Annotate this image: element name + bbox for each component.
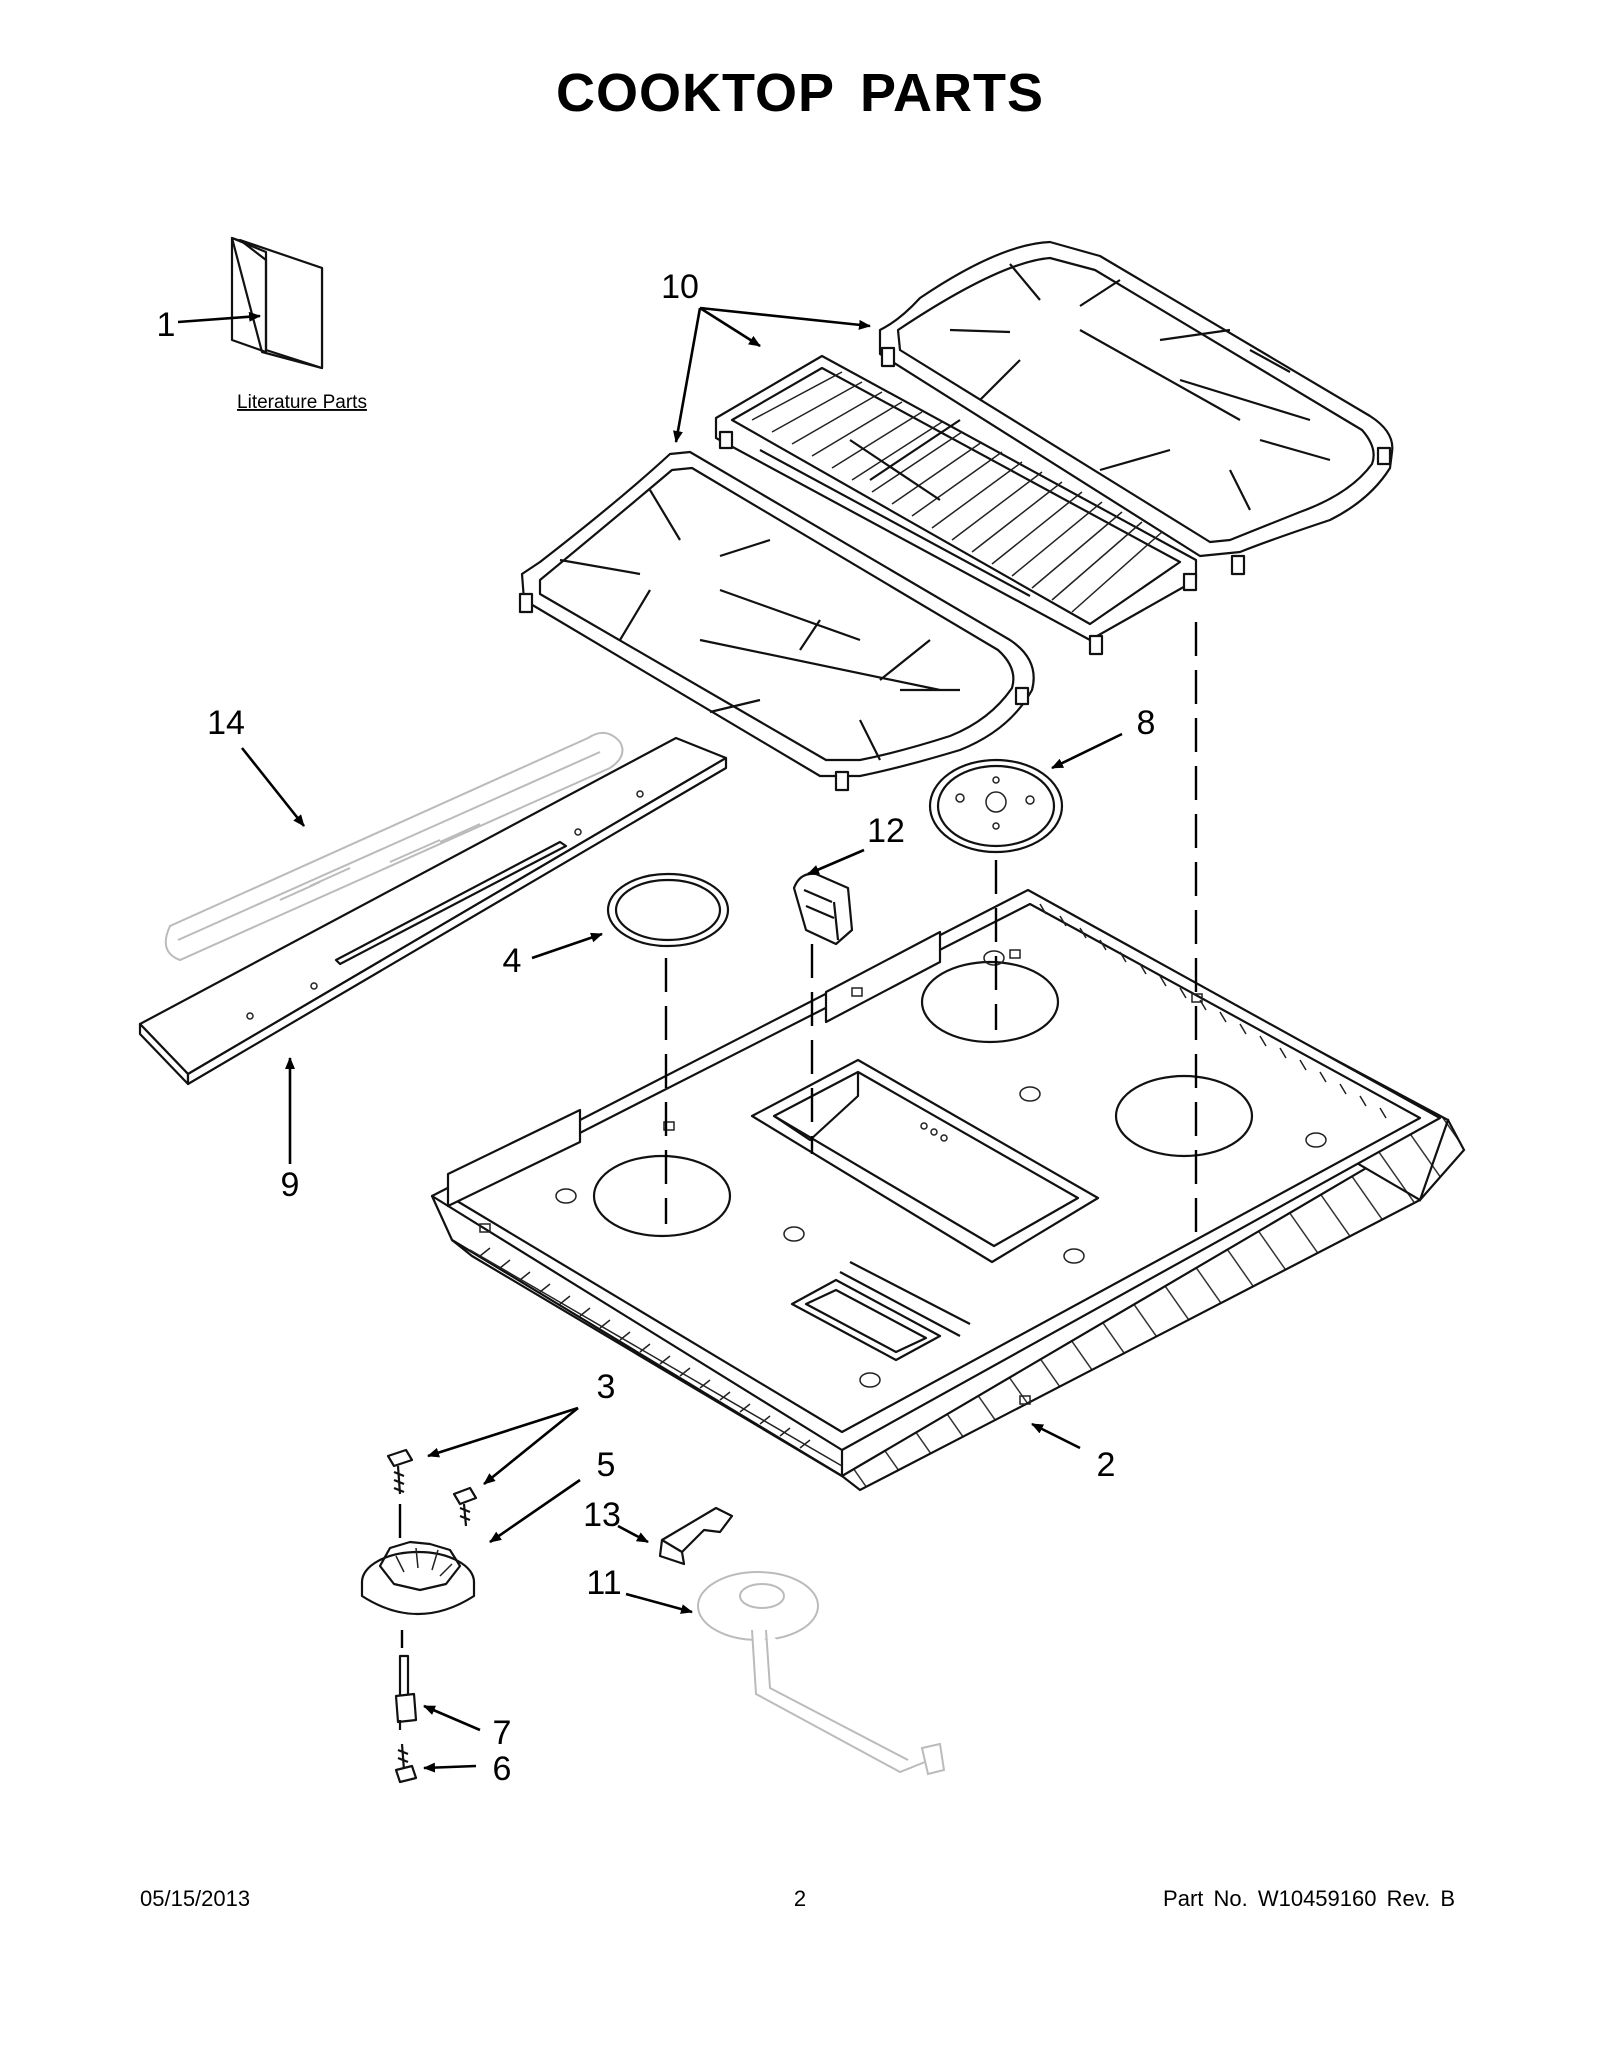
burner-base-part-5[interactable] [360,1540,476,1616]
cooktop-body-part-2[interactable] [430,888,1466,1492]
screw-part-6[interactable] [394,1743,418,1784]
callout-10: 10 [661,268,699,306]
callout-13: 13 [583,1496,621,1534]
callout-7: 7 [493,1714,512,1752]
callout-1: 1 [157,306,176,344]
callout-labels: 1 10 8 12 4 14 9 2 3 5 13 11 7 6 [157,268,1156,1788]
screw-part-3a[interactable] [386,1448,414,1495]
burner-plate-part-8[interactable] [928,758,1064,854]
gasket-ring-part-4[interactable] [606,872,730,948]
page-title: COOKTOP PARTS [555,63,1045,123]
footer-page-number: 2 [793,1886,807,1911]
callout-9: 9 [281,1166,300,1204]
callout-2: 2 [1097,1446,1116,1484]
callout-14: 14 [207,704,245,742]
control-panel-part-9[interactable] [138,736,728,1086]
callout-12: 12 [867,812,905,850]
screw-part-3b[interactable] [452,1486,478,1527]
igniter-part-7[interactable] [394,1654,418,1730]
grate-right-part-10[interactable] [878,240,1394,576]
leader-lines [177,306,1123,1773]
callout-11: 11 [586,1564,621,1602]
callout-8: 8 [1137,704,1156,742]
callout-6: 6 [493,1750,512,1788]
burner-tube-part-11[interactable] [697,1571,946,1776]
alignment-lines [398,622,1198,1648]
callout-4: 4 [503,942,522,980]
literature-parts-label: Literature Parts [237,392,367,413]
clip-part-12[interactable] [792,872,854,946]
grate-left-part-10[interactable] [518,450,1035,792]
footer-part-number: Part No. W10459160 Rev. B [1163,1886,1455,1911]
callout-3: 3 [597,1368,616,1406]
grill-middle-part-10[interactable] [714,354,1198,656]
callout-5: 5 [597,1446,616,1484]
bracket-part-13[interactable] [658,1506,734,1566]
trim-part-14[interactable] [164,731,624,962]
literature-booklet-part-1[interactable] [230,236,324,370]
footer-date: 05/15/2013 [140,1886,251,1911]
